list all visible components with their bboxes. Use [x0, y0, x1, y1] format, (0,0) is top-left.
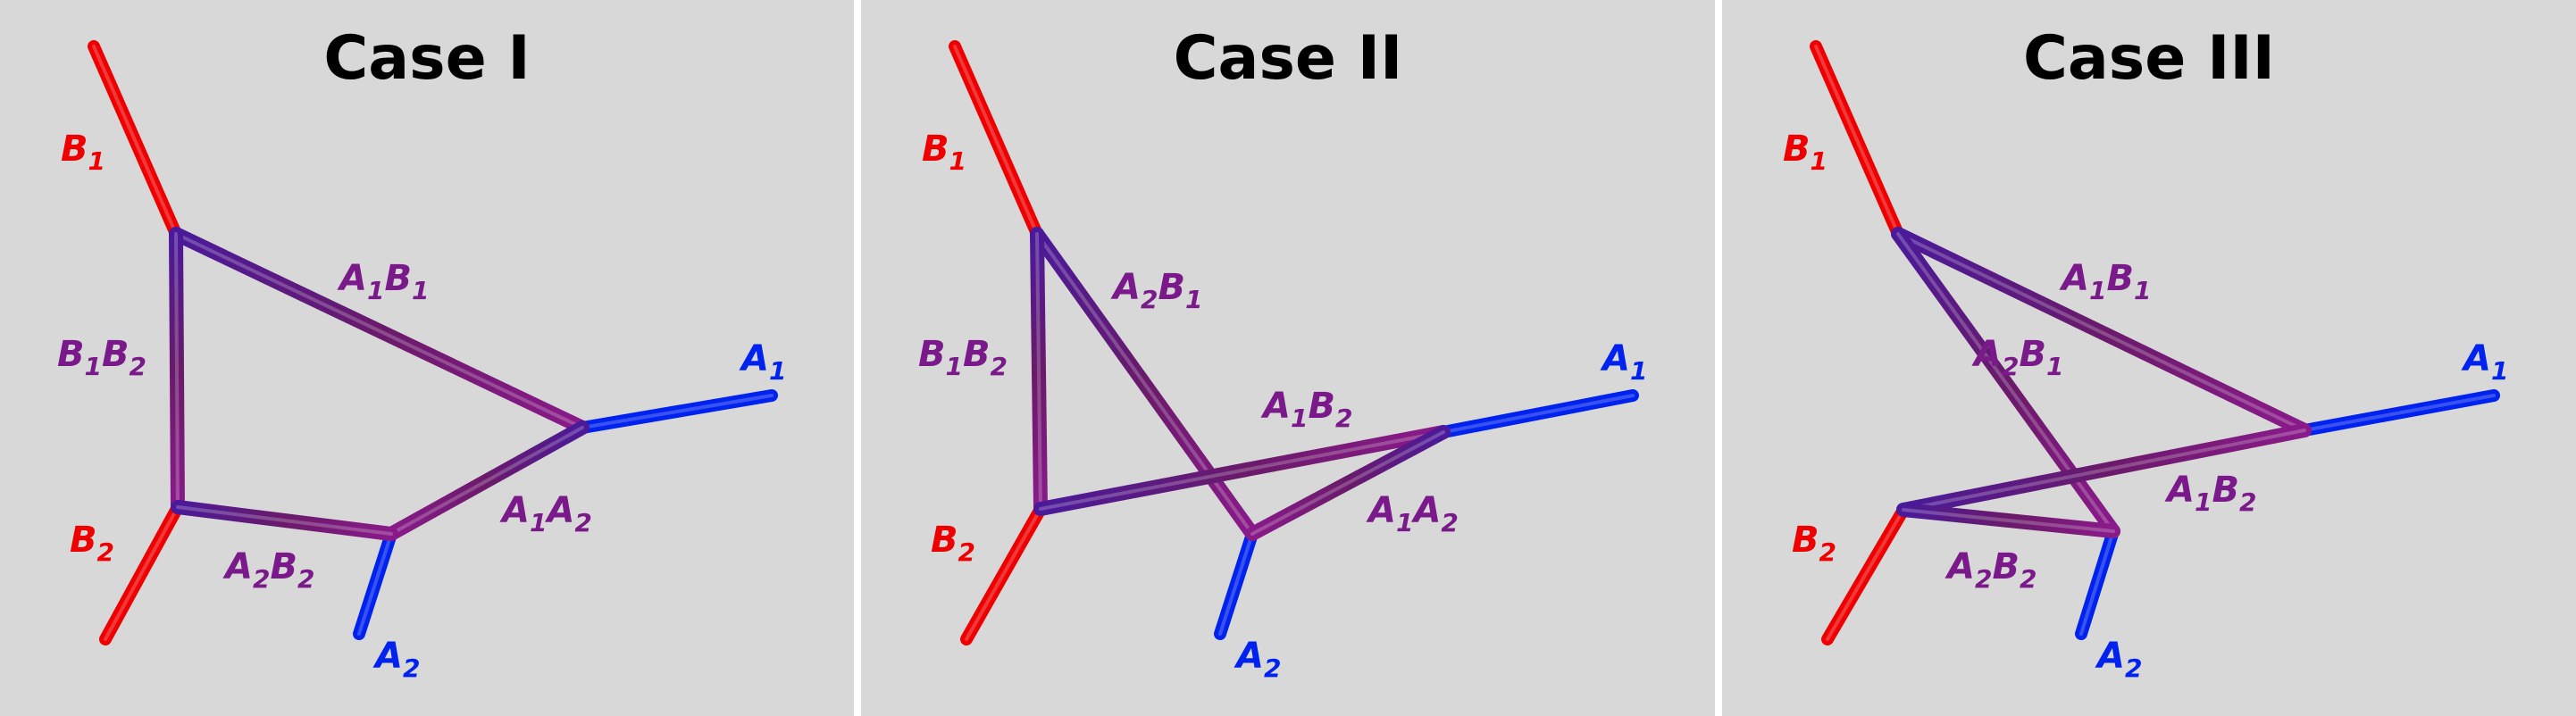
edge-b2-a1	[1896, 423, 2312, 517]
edge-highlight	[1814, 45, 1900, 236]
edge-a1-a2	[1245, 425, 1451, 541]
edge-b2-a2	[1896, 503, 2120, 538]
edge-b1-b2	[169, 227, 185, 514]
edge-highlight	[1039, 430, 1445, 511]
edge-highlight	[176, 505, 393, 536]
edge-highlight	[1442, 394, 1635, 434]
label-a2b1: A2B1	[1971, 334, 2063, 381]
label-a1a2: A1A2	[499, 490, 592, 537]
panel-title: Case I	[323, 23, 531, 94]
label-b1: B1	[61, 129, 105, 176]
edge-highlight	[1902, 429, 2306, 512]
edge-highlight	[1250, 430, 1445, 536]
edge-b2e-b2	[99, 501, 184, 645]
label-a2b2: A2B2	[222, 546, 314, 594]
edge-a2-a2e	[353, 528, 397, 640]
label-a2b1: A2B1	[1110, 267, 1202, 314]
label-a2: A2	[372, 636, 420, 683]
label-b2: B2	[1792, 520, 1836, 567]
edge-b1-a1	[1891, 227, 2312, 437]
label-b1b2: B1B2	[918, 334, 1008, 381]
edge-a1-a1e	[2298, 389, 2500, 437]
label-b1: B1	[922, 129, 966, 176]
label-a2: A2	[2095, 636, 2142, 683]
edge-highlight	[965, 507, 1042, 641]
edge-b2e-b2	[960, 503, 1047, 645]
edge-b2-a2	[171, 500, 398, 541]
edge-highlight	[357, 532, 393, 636]
edge-highlight	[2079, 529, 2115, 636]
label-a1: A1	[1600, 338, 1647, 386]
label-a1b1: A1B1	[337, 258, 429, 305]
edge-highlight	[1902, 508, 2115, 533]
label-b1: B1	[1783, 129, 1827, 176]
edge-highlight	[581, 394, 774, 429]
edge-a2-a2e	[2075, 525, 2120, 640]
label-b2: B2	[70, 520, 114, 567]
panel-title: Case II	[1173, 23, 1403, 94]
edge-a1-a2	[384, 420, 590, 541]
label-b2: B2	[931, 520, 975, 567]
edge-highlight	[2303, 394, 2496, 432]
edge-highlight	[92, 45, 178, 236]
edge-b2-a1	[1033, 425, 1451, 516]
label-b1b2: B1B2	[57, 334, 146, 381]
edge-b1-b2	[1030, 227, 1048, 516]
edge-highlight	[1035, 232, 1042, 511]
edge-b1e-b1	[1810, 40, 1904, 240]
label-a1a2: A1A2	[1366, 490, 1459, 537]
label-a2: A2	[1234, 636, 1281, 683]
label-a1b2: A1B2	[2164, 470, 2256, 517]
panel-title: Case III	[2023, 23, 2275, 94]
label-a1b2: A1B2	[1260, 386, 1352, 433]
label-a1b1: A1B1	[2059, 258, 2151, 305]
label-a2b2: A2B2	[1945, 546, 2037, 594]
edge-b1-a1	[169, 227, 590, 435]
edge-highlight	[174, 232, 584, 429]
edge-highlight	[104, 505, 180, 641]
edge-highlight	[1896, 232, 2306, 432]
edge-a1-a1e	[1437, 389, 1639, 438]
edge-b1-a2	[1030, 227, 1259, 541]
edge-highlight	[1218, 532, 1254, 636]
edge-highlight	[1826, 508, 1905, 641]
edge-highlight	[389, 426, 584, 536]
edge-b1e-b1	[949, 40, 1043, 240]
edge-highlight	[1035, 232, 1254, 536]
label-a1: A1	[2461, 338, 2508, 386]
edge-a2-a2e	[1214, 528, 1259, 640]
edge-a1-a1e	[576, 389, 778, 434]
edge-highlight	[953, 45, 1039, 236]
edge-b1e-b1	[88, 40, 182, 240]
edge-highlight	[174, 232, 180, 509]
edge-b2e-b2	[1821, 504, 1910, 645]
label-a1: A1	[739, 338, 786, 386]
